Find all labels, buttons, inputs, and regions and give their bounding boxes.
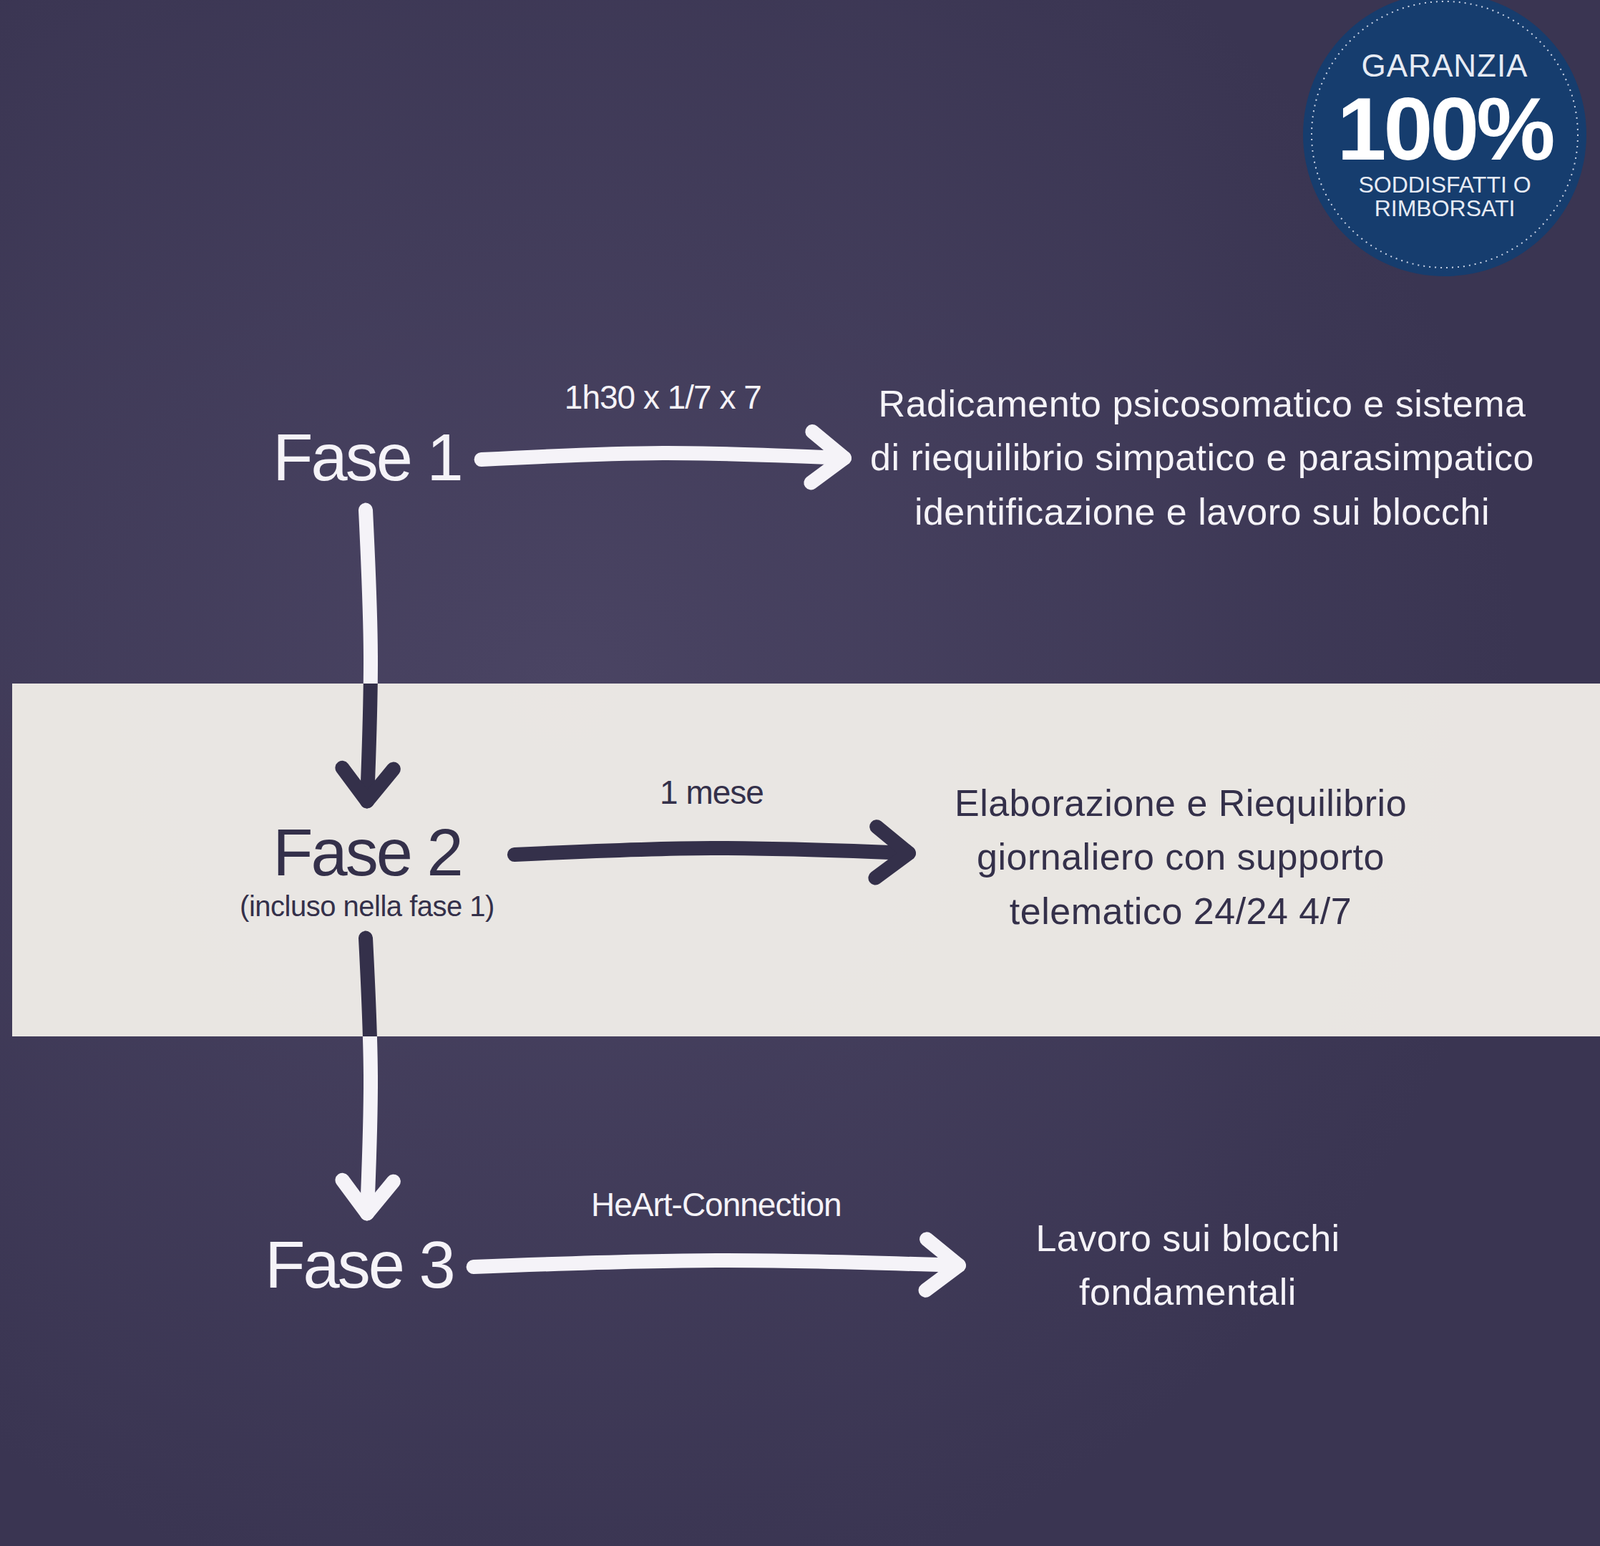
node-subtitle: 100% bbox=[1336, 84, 1553, 174]
guarantee-badge: GARANZIA100%SODDISFATTI O RIMBORSATI bbox=[1301, 0, 1588, 278]
node-title: GARANZIA bbox=[1361, 47, 1529, 85]
connector-stroke bbox=[514, 847, 909, 855]
connector-part bbox=[481, 431, 845, 483]
connector-arrow bbox=[342, 510, 393, 802]
connector-part bbox=[342, 938, 393, 1037]
node-title: Fase 2 bbox=[239, 816, 495, 889]
node-title: Elaborazione e Riequilibrio giornaliero … bbox=[930, 776, 1432, 939]
connector-stroke bbox=[365, 938, 371, 1214]
node-subtitle: (incluso nella fase 1) bbox=[239, 889, 495, 923]
node-title: Radicamento psicosomatico e sistema di r… bbox=[865, 377, 1539, 539]
edge-label: HeArt-Connection bbox=[591, 1185, 842, 1224]
phase-label: Fase 2(incluso nella fase 1) bbox=[239, 816, 495, 922]
node-subtitle: SODDISFATTI O RIMBORSATI bbox=[1355, 173, 1535, 222]
connector-part bbox=[514, 826, 909, 878]
connector-part bbox=[342, 683, 393, 801]
connector-part bbox=[473, 1238, 959, 1290]
connector-stroke bbox=[365, 510, 371, 802]
connector-stroke bbox=[342, 1179, 393, 1214]
description-text: Elaborazione e Riequilibrio giornaliero … bbox=[930, 776, 1432, 939]
description-text: Radicamento psicosomatico e sistema di r… bbox=[865, 377, 1539, 539]
connector-part bbox=[514, 826, 909, 878]
node-title: Lavoro sui blocchi fondamentali bbox=[980, 1211, 1396, 1320]
connector-stroke bbox=[342, 767, 393, 802]
connector-arrow bbox=[342, 938, 393, 1214]
connector-stroke bbox=[365, 683, 371, 801]
light-band bbox=[12, 683, 1600, 1037]
connector-part bbox=[342, 938, 393, 1214]
edge-label: 1h30 x 1/7 x 7 bbox=[564, 378, 762, 417]
connector-stroke bbox=[810, 431, 845, 483]
connector-stroke bbox=[473, 1260, 959, 1267]
connector-stroke bbox=[481, 452, 845, 460]
node-title: Fase 3 bbox=[264, 1228, 453, 1301]
connector-arrow bbox=[481, 431, 845, 483]
edge-label: 1 mese bbox=[659, 773, 764, 812]
connector-stroke bbox=[875, 826, 909, 878]
badge-circle bbox=[1303, 0, 1587, 277]
phase-label: Fase 3 bbox=[264, 1228, 453, 1301]
description-text: Lavoro sui blocchi fondamentali bbox=[980, 1211, 1396, 1320]
phase-label: Fase 1 bbox=[272, 421, 461, 494]
connector-arrow bbox=[514, 826, 909, 878]
connector-stroke bbox=[365, 938, 371, 1037]
badge-ring bbox=[1311, 1, 1578, 268]
connector-part bbox=[342, 510, 393, 802]
connector-stroke bbox=[514, 847, 909, 855]
node-title: Fase 1 bbox=[272, 421, 461, 494]
connector-stroke bbox=[925, 1238, 959, 1290]
connector-arrow bbox=[473, 1238, 959, 1290]
